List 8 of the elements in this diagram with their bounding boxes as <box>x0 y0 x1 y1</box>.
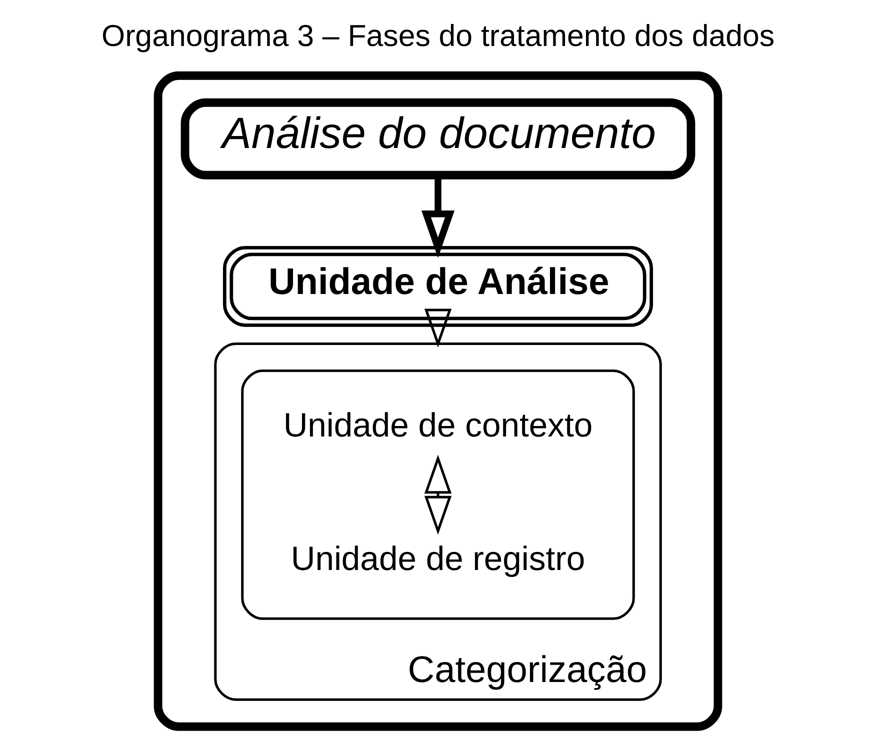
cluster <box>240 370 634 620</box>
node-text: Unidade de registro <box>290 540 585 578</box>
arrow <box>424 454 452 535</box>
diagram-title: Organograma 3 – Fases do tratamento dos dados <box>100 20 774 53</box>
node-text: Unidade de contexto <box>282 406 592 445</box>
cluster <box>153 71 722 731</box>
arrow <box>424 308 452 348</box>
node-box: Análise do documento <box>180 98 695 180</box>
